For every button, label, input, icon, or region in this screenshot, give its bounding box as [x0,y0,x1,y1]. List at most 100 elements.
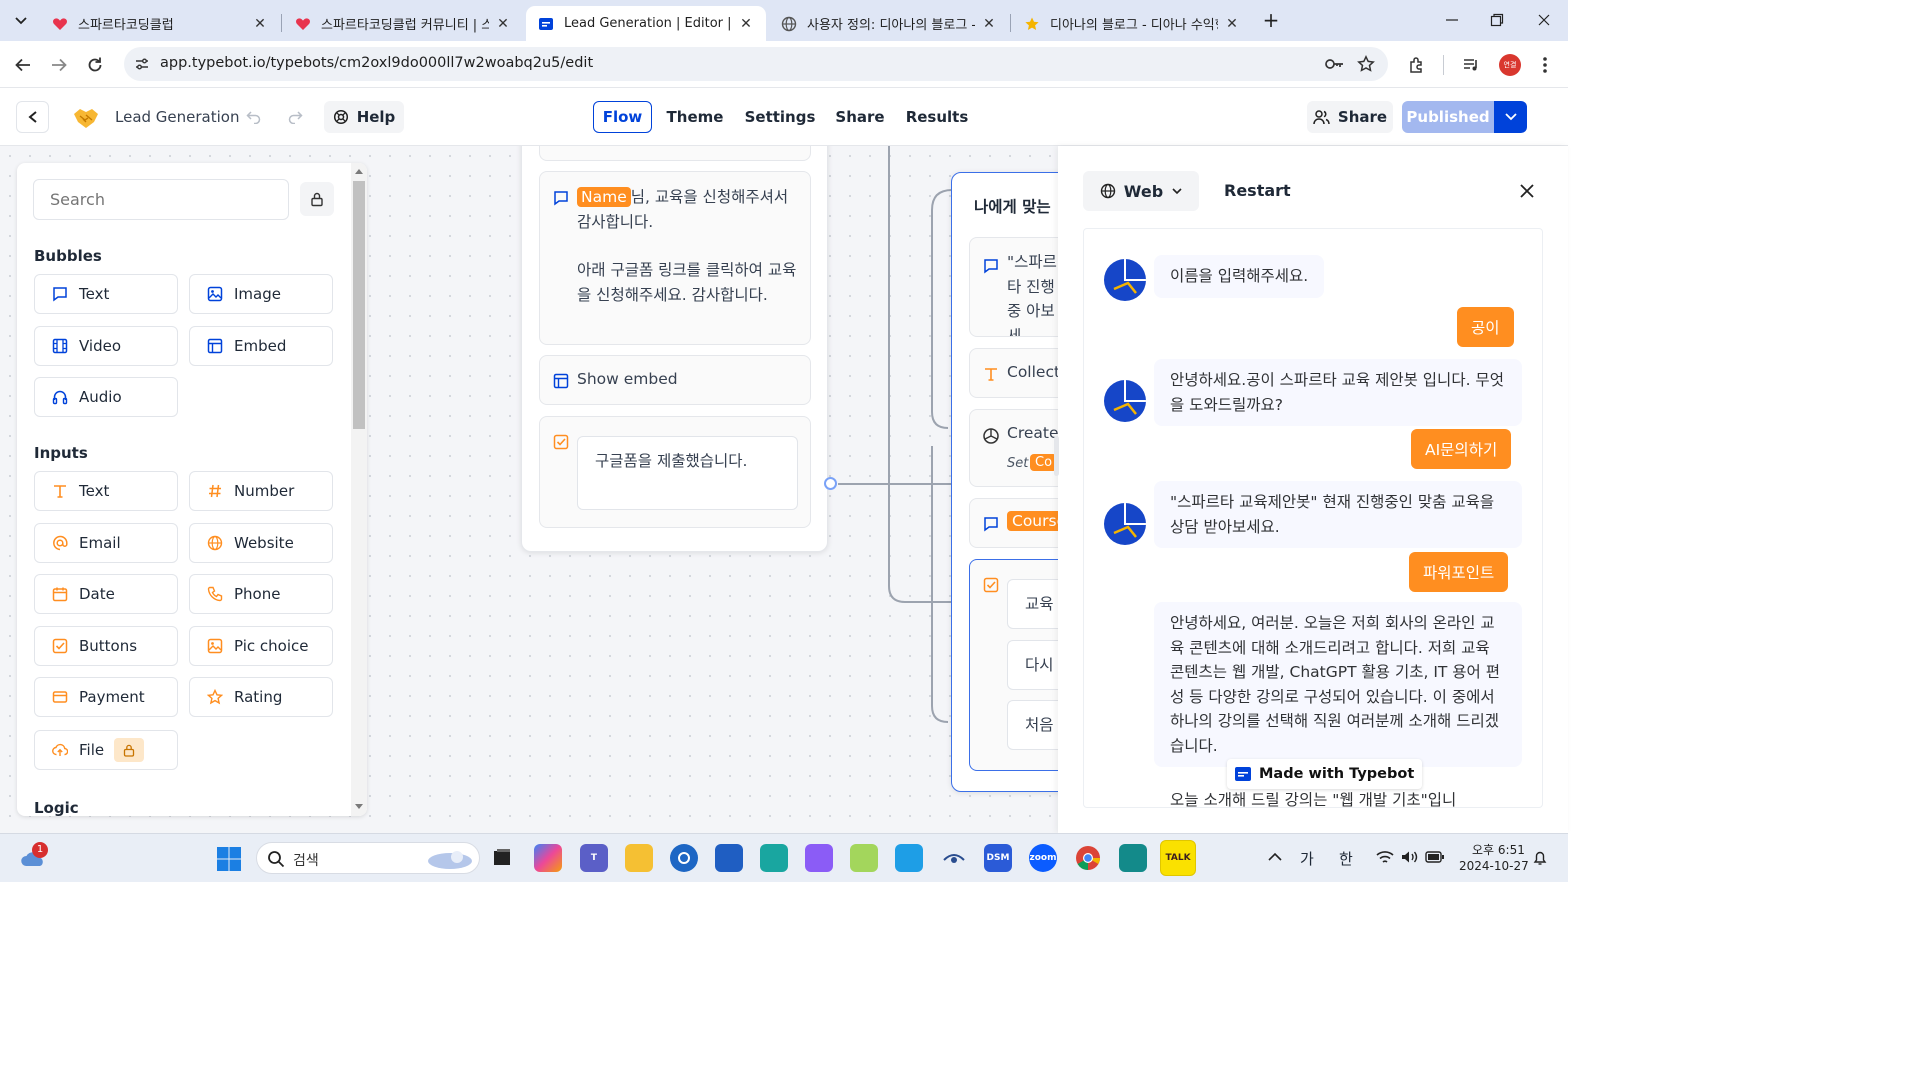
input-website-button[interactable]: Website [189,523,333,563]
bubble-text-button[interactable]: Text [34,274,178,314]
tray-chevron-up-icon[interactable] [1268,852,1282,862]
browser-tab[interactable]: 사용자 정의: 디아나의 블로그 - 디 ✕ [769,6,1009,41]
made-with-typebot-badge[interactable]: Made with Typebot [1227,759,1423,789]
browser-forward-icon[interactable] [48,54,70,76]
start-button[interactable] [216,846,242,872]
notification-bell-icon[interactable] [1533,850,1547,866]
input-number-button[interactable]: Number [189,471,333,511]
profile-avatar[interactable]: 연결 [1499,54,1521,76]
tab-settings[interactable]: Settings [744,108,816,126]
lock-sidebar-button[interactable] [300,182,334,216]
volume-icon[interactable] [1401,850,1419,864]
tab-close-icon[interactable]: ✕ [497,15,509,32]
bookmark-star-icon[interactable] [1357,55,1375,73]
window-close-icon[interactable] [1536,12,1552,28]
input-text-button[interactable]: Text [34,471,178,511]
sync-app-icon[interactable] [760,844,788,872]
restart-button[interactable]: Restart [1224,181,1291,200]
app-icon[interactable] [895,844,923,872]
resize-handle[interactable] [1054,436,1059,476]
tab-close-icon[interactable]: ✕ [1226,15,1238,32]
site-settings-icon[interactable] [134,56,150,72]
undo-icon[interactable] [246,110,262,124]
clock-date[interactable]: 2024-10-27 [1459,859,1529,873]
input-pic-choice-button[interactable]: Pic choice [189,626,333,666]
tab-close-icon[interactable]: ✕ [254,15,266,32]
blocks-search-input[interactable] [33,179,289,220]
browser-back-icon[interactable] [12,54,34,76]
calendar-app-icon[interactable] [805,844,833,872]
tab-theme[interactable]: Theme [666,108,724,126]
browser-tab-active[interactable]: Lead Generation | Editor | Typebot ✕ [526,6,766,41]
bubble-audio-button[interactable]: Audio [34,377,178,417]
media-control-icon[interactable] [1460,54,1482,76]
reload-icon[interactable] [84,54,106,76]
tab-results[interactable]: Results [905,108,969,126]
browser-tab[interactable]: 스파르타코딩클럽 ✕ [40,6,280,41]
share-button[interactable]: Share [1307,101,1393,133]
kakaotalk-icon[interactable]: TALK [1160,840,1196,876]
browser-menu-icon[interactable] [1534,54,1556,76]
tab-close-icon[interactable]: ✕ [983,15,995,32]
embed-block[interactable]: Show embed [539,355,811,405]
help-button[interactable]: Help [324,101,404,133]
bubble-video-button[interactable]: Video [34,326,178,366]
eye-app-icon[interactable] [940,844,968,872]
connector-endpoint[interactable] [824,477,837,490]
button-item[interactable]: 구글폼을 제출했습니다. [577,436,798,510]
chrome-icon[interactable] [1074,844,1102,872]
redo-icon[interactable] [287,110,303,124]
close-preview-icon[interactable] [1519,183,1535,199]
file-explorer-icon[interactable] [625,844,653,872]
password-key-icon[interactable] [1324,55,1344,73]
buttons-block[interactable]: 구글폼을 제출했습니다. [539,416,811,528]
scrollbar-thumb[interactable] [353,181,365,429]
input-email-button[interactable]: Email [34,523,178,563]
tab-share[interactable]: Share [835,108,885,126]
tab-search-icon[interactable] [10,10,32,32]
publish-menu-button[interactable] [1494,101,1527,133]
extensions-icon[interactable] [1406,54,1428,76]
minimize-icon[interactable] [1444,12,1460,28]
copilot-icon[interactable] [534,844,562,872]
circle-app-icon[interactable] [670,844,698,872]
published-button[interactable]: Published [1402,101,1494,133]
store-icon[interactable] [715,844,743,872]
browser-tab[interactable]: 디아나의 블로그 - 디아나 수익형 ✕ [1012,6,1252,41]
sidebar-scrollbar[interactable] [351,163,367,816]
handshake-emoji-icon[interactable] [72,105,100,131]
battery-icon[interactable] [1425,850,1445,864]
wifi-icon[interactable] [1376,850,1394,864]
runtime-select-button[interactable]: Web [1083,171,1199,211]
group-title[interactable]: 나에게 맞는 [974,198,1051,216]
bubble-image-button[interactable]: Image [189,274,333,314]
restore-icon[interactable] [1489,12,1505,28]
new-tab-button[interactable]: + [1262,8,1280,32]
input-rating-button[interactable]: Rating [189,677,333,717]
clock-time[interactable]: 오후 6:51 [1472,843,1525,857]
tab-flow[interactable]: Flow [593,101,652,133]
task-view-icon[interactable] [488,844,516,872]
dsm-app-icon[interactable]: DSM [984,844,1012,872]
tab-close-icon[interactable]: ✕ [740,15,752,32]
ime-mode-2[interactable]: 한 [1339,850,1353,868]
bubble-embed-button[interactable]: Embed [189,326,333,366]
figure-app-icon[interactable] [850,844,878,872]
input-payment-button[interactable]: Payment [34,677,178,717]
input-file-button[interactable]: File [34,730,178,770]
chat-window[interactable]: 이름을 입력해주세요. 공이 안녕하세요.공이 스파르타 교육 제안봇 입니다.… [1083,228,1543,808]
prev-block-stub[interactable] [539,146,811,161]
zoom-app-icon[interactable]: zoom [1029,844,1057,872]
input-phone-button[interactable]: Phone [189,574,333,614]
teams-icon[interactable]: T [580,844,608,872]
taskbar-search[interactable]: 검색 [256,842,480,874]
ime-mode-1[interactable]: 가 [1300,850,1314,868]
back-button[interactable] [16,101,49,133]
input-date-button[interactable]: Date [34,574,178,614]
input-buttons-button[interactable]: Buttons [34,626,178,666]
browser-tab[interactable]: 스파르타코딩클럽 커뮤니티 | 스 ✕ [283,6,523,41]
address-bar[interactable]: app.typebot.io/typebots/cm2oxl9do000ll7w… [124,47,1388,81]
lock-app-icon[interactable] [1119,844,1147,872]
